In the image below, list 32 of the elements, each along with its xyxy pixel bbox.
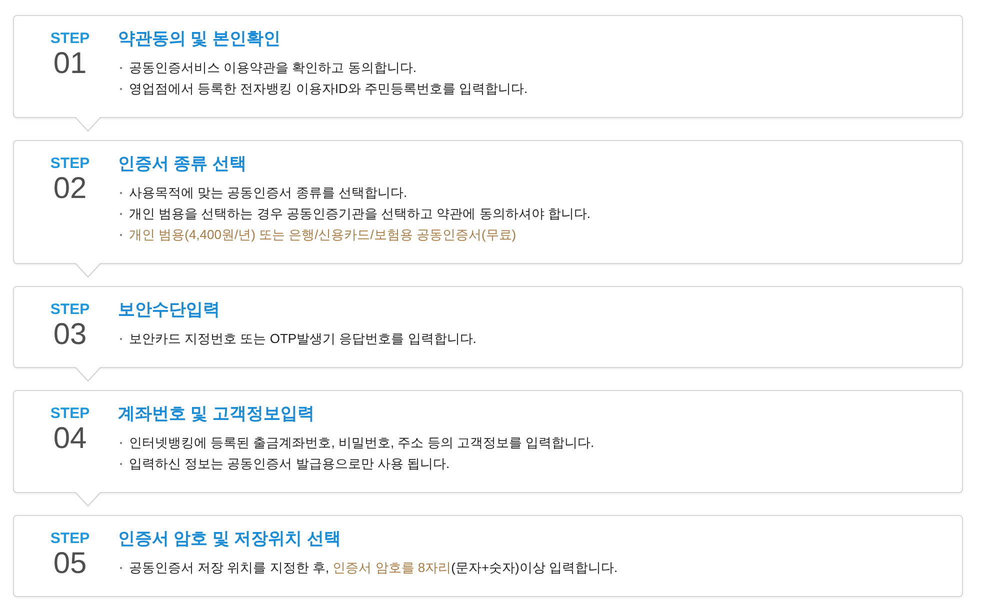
step-card [13,515,963,597]
bullet-text: 공동인증서 저장 위치를 지정한 후, 인증서 암호를 8자리(문자+숫자)이상 입력합니다. [129,559,618,577]
step-number: 03 [52,318,88,352]
step-title: 인증서 암호 및 저장위치 선택 [118,529,341,549]
step-number: 02 [52,172,88,206]
step-card [13,286,963,368]
step-number: 05 [52,547,88,581]
bullet-text: 인터넷뱅킹에 등록된 출금계좌번호, 비밀번호, 주소 등의 고객정보를 입력합니다. [129,434,594,452]
bullet-text: 사용목적에 맞는 공동인증서 종류를 선택합니다. [129,184,408,202]
step-title: 인증서 종류 선택 [118,154,246,174]
step-pointer [74,262,102,278]
step-card [13,140,963,264]
step-number: 01 [52,47,88,81]
step-number: 04 [52,422,88,456]
bullet-text: 개인 범용(4,400원/년) 또는 은행/신용카드/보험용 공동인증서(무료) [129,226,516,244]
bullet-text: 입력하신 정보는 공동인증서 발급용으로만 사용 됩니다. [129,455,450,473]
step-card [13,390,963,493]
step-title: 약관동의 및 본인확인 [118,29,280,49]
bullet-text: 공동인증서비스 이용약관을 확인하고 동의합니다. [129,59,416,77]
step-title: 계좌번호 및 고객정보입력 [118,404,314,424]
bullet-text: 개인 범용을 선택하는 경우 공동인증기관을 선택하고 약관에 동의하셔야 합니다. [129,205,591,223]
bullet-text: 영업점에서 등록한 전자뱅킹 이용자ID와 주민등록번호를 입력합니다. [129,80,528,98]
step-label: STEP [49,301,91,318]
step-pointer [74,366,102,382]
step-label: STEP [49,30,91,47]
step-card [13,15,963,118]
step-title: 보안수단입력 [118,300,220,320]
step-pointer [74,492,102,507]
bullet-text: 보안카드 지정번호 또는 OTP발생기 응답번호를 입력합니다. [129,330,476,348]
step-label: STEP [49,530,91,547]
step-label: STEP [49,405,91,422]
step-label: STEP [49,155,91,172]
